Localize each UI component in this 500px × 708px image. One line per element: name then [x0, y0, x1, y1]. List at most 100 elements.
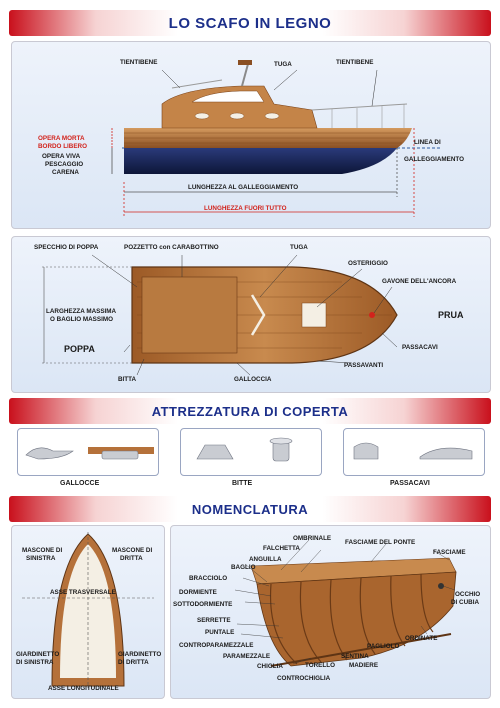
label-mascone-sinistra-1: MASCONE DI	[22, 547, 63, 554]
label-tientibene-right: TIENTIBENE	[336, 59, 374, 66]
label-dormiente: DORMIENTE	[179, 589, 217, 596]
plan-leaders	[91, 254, 398, 376]
label-mascone-sinistra-2: SINISTRA	[26, 555, 56, 562]
label-passacavi-plan: PASSACAVI	[402, 344, 438, 351]
label-pagliolo: PAGLIOLO	[367, 643, 400, 650]
cleat-1-icon	[25, 447, 74, 460]
label-opera-morta: OPERA MORTA	[38, 135, 85, 142]
cleat-2-base-icon	[88, 447, 154, 454]
railing-bow	[311, 103, 408, 111]
nomen-right-drawing	[234, 539, 457, 667]
passacavi-drawing	[353, 442, 473, 460]
label-lunghezza-galleggiamento: LUNGHEZZA AL GALLEGGIAMENTO	[188, 184, 299, 191]
railing-cabin	[171, 79, 223, 89]
plan-dimensions	[42, 266, 132, 364]
section-header-hull: LO SCAFO IN LEGNO	[9, 10, 491, 36]
label-prua: PRUA	[438, 310, 464, 320]
label-fasciame: FASCIAME	[433, 549, 466, 556]
nomen-leaders	[234, 539, 456, 665]
label-torello: TORELLO	[305, 662, 335, 669]
label-carena: CARENA	[52, 169, 79, 176]
label-opera-viva: OPERA VIVA	[42, 153, 81, 160]
section-title-deck: ATTREZZATURA DI COPERTA	[151, 403, 349, 419]
label-controchiglia: CONTROCHIGLIA	[277, 675, 331, 682]
label-anguilla: ANGUILLA	[249, 556, 282, 563]
label-galloccia: GALLOCCIA	[234, 376, 272, 383]
bitt-2-top-icon	[269, 437, 293, 445]
keel	[270, 633, 452, 667]
label-bordo-libero: BORDO LIBERO	[38, 143, 87, 150]
label-bracciolo: BRACCIOLO	[189, 575, 228, 582]
label-gavone: GAVONE DELL'ANCORA	[382, 278, 457, 285]
hull-plan-drawing	[42, 254, 398, 376]
label-passavanti: PASSAVANTI	[344, 362, 384, 369]
osteriggio-hatch	[301, 302, 327, 328]
nomen-left-panel: MASCONE DI SINISTRA MASCONE DI DRITTA AS…	[11, 525, 165, 699]
bitte-drawing	[196, 437, 293, 462]
label-pozzetto: POZZETTO con CARABOTTINO	[124, 244, 219, 251]
section-header-deck: ATTREZZATURA DI COPERTA	[9, 398, 491, 424]
label-baglio: BAGLIO	[231, 564, 256, 571]
label-giardinetto-dritta-1: GIARDINETTO	[118, 651, 162, 658]
label-specchio-di-poppa: SPECCHIO DI POPPA	[34, 244, 99, 251]
radar-mast	[241, 63, 249, 87]
label-giardinetto-sinistra-1: GIARDINETTO	[16, 651, 60, 658]
caption-gallocce: GALLOCCE	[60, 480, 100, 487]
label-ombrinale: OMBRINALE	[293, 535, 332, 542]
label-ordinate: ORDINATE	[405, 635, 438, 642]
porthole-3	[264, 112, 280, 120]
label-lunghezza-fuori-tutto: LUNGHEZZA FUORI TUTTO	[204, 205, 287, 212]
label-controparamezzale: CONTROPARAMEZZALE	[179, 642, 254, 649]
hull-bottom	[124, 148, 397, 174]
caption-bitte: BITTE	[232, 480, 253, 487]
nomen-left-drawing	[22, 532, 154, 688]
section-header-nomen: NOMENCLATURA	[9, 496, 491, 522]
hull-leaders	[161, 69, 378, 107]
label-galleggiamento: GALLEGGIAMENTO	[404, 156, 465, 163]
label-osteriggio: OSTERIGGIO	[348, 260, 388, 267]
passacavi-box	[343, 428, 485, 476]
label-pescaggio: PESCAGGIO	[45, 161, 84, 168]
label-giardinetto-dritta-2: DI DRITTA	[118, 659, 149, 666]
label-tientibene-left: TIENTIBENE	[120, 59, 158, 66]
label-larghezza-1: LARGHEZZA MASSIMA	[46, 308, 117, 315]
hull-planks	[124, 132, 410, 144]
label-chiglia: CHIGLIA	[257, 663, 283, 670]
label-fasciame-del-ponte: FASCIAME DEL PONTE	[345, 539, 416, 546]
railing-posts	[331, 104, 405, 128]
nomen-right-panel: OMBRINALE FALCHETTA FASCIAME DEL PONTE A…	[170, 525, 491, 699]
label-puntale: PUNTALE	[205, 629, 235, 636]
bitte-box	[180, 428, 322, 476]
label-mascone-dritta-1: MASCONE DI	[112, 547, 153, 554]
label-sottodormiente: SOTTODORMIENTE	[173, 601, 233, 608]
porthole-1	[194, 112, 210, 120]
hull-side-panel: TIENTIBENE TUGA TIENTIBENE OPERA MORTA B…	[11, 41, 491, 229]
dimension-lines	[111, 128, 415, 217]
porthole-2	[229, 112, 245, 120]
section-title-hull: LO SCAFO IN LEGNO	[168, 14, 332, 32]
label-occhio-2: DI CUBIA	[451, 599, 479, 606]
fairlead-2-icon	[419, 447, 473, 460]
caption-passacavi: PASSACAVI	[390, 480, 430, 487]
label-mascone-dritta-2: DRITTA	[120, 555, 143, 562]
bitt-1-icon	[196, 444, 234, 460]
label-tuga-plan: TUGA	[290, 244, 308, 251]
label-larghezza-2: O BAGLIO MASSIMO	[50, 316, 113, 323]
hull-plan-panel: SPECCHIO DI POPPA POZZETTO con CARABOTTI…	[11, 236, 491, 393]
label-serrette: SERRETTE	[197, 617, 231, 624]
radar-antenna	[238, 60, 252, 65]
label-madiere: MADIERE	[349, 662, 379, 669]
label-sentina: SENTINA	[341, 653, 369, 660]
section-title-nomen: NOMENCLATURA	[191, 501, 309, 517]
gallocce-box	[17, 428, 159, 476]
label-linea-di: LINEA DI	[414, 139, 441, 146]
label-tuga-side: TUGA	[274, 61, 292, 68]
fairlead-1-icon	[353, 442, 379, 460]
hull-side-drawing	[111, 60, 442, 217]
cleat-2-icon	[101, 450, 139, 460]
label-bitta: BITTA	[118, 376, 137, 383]
label-asse-trasversale: ASSE TRASVERSALE	[50, 589, 116, 596]
cabin-window	[191, 90, 265, 103]
windscreen	[250, 294, 266, 336]
label-occhio-1: OCCHIO	[455, 591, 481, 598]
